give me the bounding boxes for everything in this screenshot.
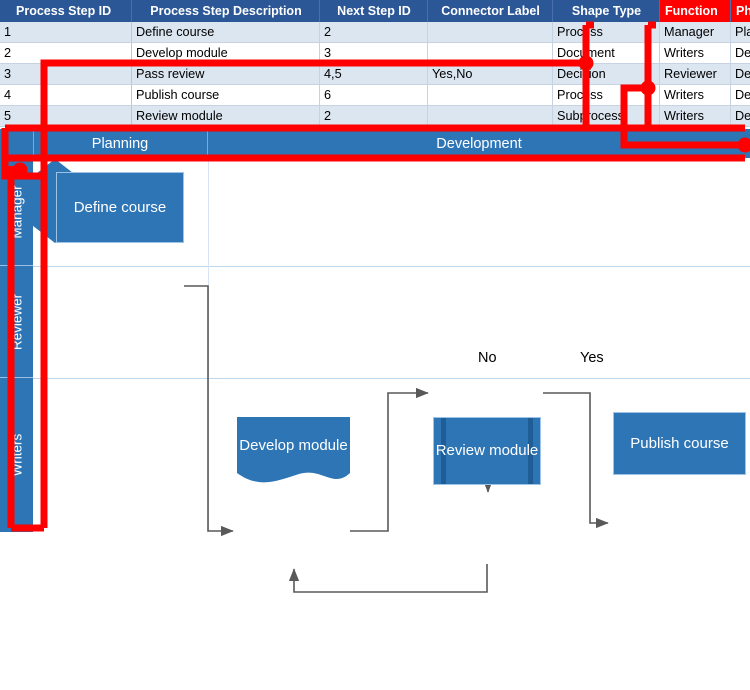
table-row[interactable]: 5 Review module 2 Subprocess Writers Dev…: [0, 106, 750, 127]
shape-review-module-label: Review module: [436, 442, 539, 460]
cell-phase: Development: [731, 64, 750, 85]
cell-step-id: 5: [0, 106, 132, 127]
cell-step-id: 1: [0, 22, 132, 43]
cell-phase: Planning: [731, 22, 750, 43]
cell-description: Develop module: [132, 43, 320, 64]
cell-next-step: 2: [320, 106, 428, 127]
shape-pass-review-label: Pass review?: [0, 158, 750, 532]
shape-pass-review-decision[interactable]: Pass review?: [0, 158, 110, 244]
table-row[interactable]: 3 Pass review 4,5 Yes,No Decision Review…: [0, 64, 750, 85]
shape-develop-module-label: Develop module: [237, 417, 350, 475]
cell-next-step: 2: [320, 22, 428, 43]
cell-function: Writers: [660, 43, 731, 64]
phase-header-band: Planning Development: [0, 129, 750, 158]
cell-phase: Development: [731, 106, 750, 127]
cell-connector-label: [428, 85, 553, 106]
column-header-connector-label[interactable]: Connector Label: [428, 0, 553, 22]
cell-function: Reviewer: [660, 64, 731, 85]
cell-function: Writers: [660, 85, 731, 106]
cell-next-step: 4,5: [320, 64, 428, 85]
cell-description: Publish course: [132, 85, 320, 106]
cell-shape-type: Subprocess: [553, 106, 660, 127]
cell-shape-type: Decision: [553, 64, 660, 85]
cell-shape-type: Process: [553, 22, 660, 43]
cell-connector-label: [428, 106, 553, 127]
cell-shape-type: Document: [553, 43, 660, 64]
cell-function: Manager: [660, 22, 731, 43]
column-header-process-step-id[interactable]: Process Step ID: [0, 0, 132, 22]
column-header-phase[interactable]: Phase: [731, 0, 750, 22]
column-header-function[interactable]: Function: [660, 0, 731, 22]
swimlane-canvas: Manager Reviewer Writers: [0, 158, 750, 532]
column-header-process-step-description[interactable]: Process Step Description: [132, 0, 320, 22]
table-row[interactable]: 4 Publish course 6 Process Writers Devel…: [0, 85, 750, 106]
table-row[interactable]: 2 Develop module 3 Document Writers Deve…: [0, 43, 750, 64]
shape-develop-module[interactable]: Develop module: [237, 417, 350, 485]
phase-header-development[interactable]: Development: [208, 129, 750, 158]
cell-next-step: 6: [320, 85, 428, 106]
table-header-row: Process Step ID Process Step Description…: [0, 0, 750, 22]
process-data-table: Process Step ID Process Step Description…: [0, 0, 750, 127]
cell-step-id: 3: [0, 64, 132, 85]
connector-review-to-develop: [294, 564, 487, 592]
column-header-next-step-id[interactable]: Next Step ID: [320, 0, 428, 22]
cell-function: Writers: [660, 106, 731, 127]
cell-description: Pass review: [132, 64, 320, 85]
cell-description: Define course: [132, 22, 320, 43]
cell-next-step: 3: [320, 43, 428, 64]
cell-connector-label: [428, 22, 553, 43]
cell-phase: Development: [731, 85, 750, 106]
screenshot-root: Process Step ID Process Step Description…: [0, 0, 750, 532]
cell-shape-type: Process: [553, 85, 660, 106]
cell-connector-label: [428, 43, 553, 64]
phase-header-planning[interactable]: Planning: [33, 129, 208, 158]
phase-band-corner: [0, 129, 34, 158]
cell-step-id: 2: [0, 43, 132, 64]
table-row[interactable]: 1 Define course 2 Process Manager Planni…: [0, 22, 750, 43]
cell-step-id: 4: [0, 85, 132, 106]
column-header-shape-type[interactable]: Shape Type: [553, 0, 660, 22]
cell-phase: Development: [731, 43, 750, 64]
cell-description: Review module: [132, 106, 320, 127]
cell-connector-label: Yes,No: [428, 64, 553, 85]
